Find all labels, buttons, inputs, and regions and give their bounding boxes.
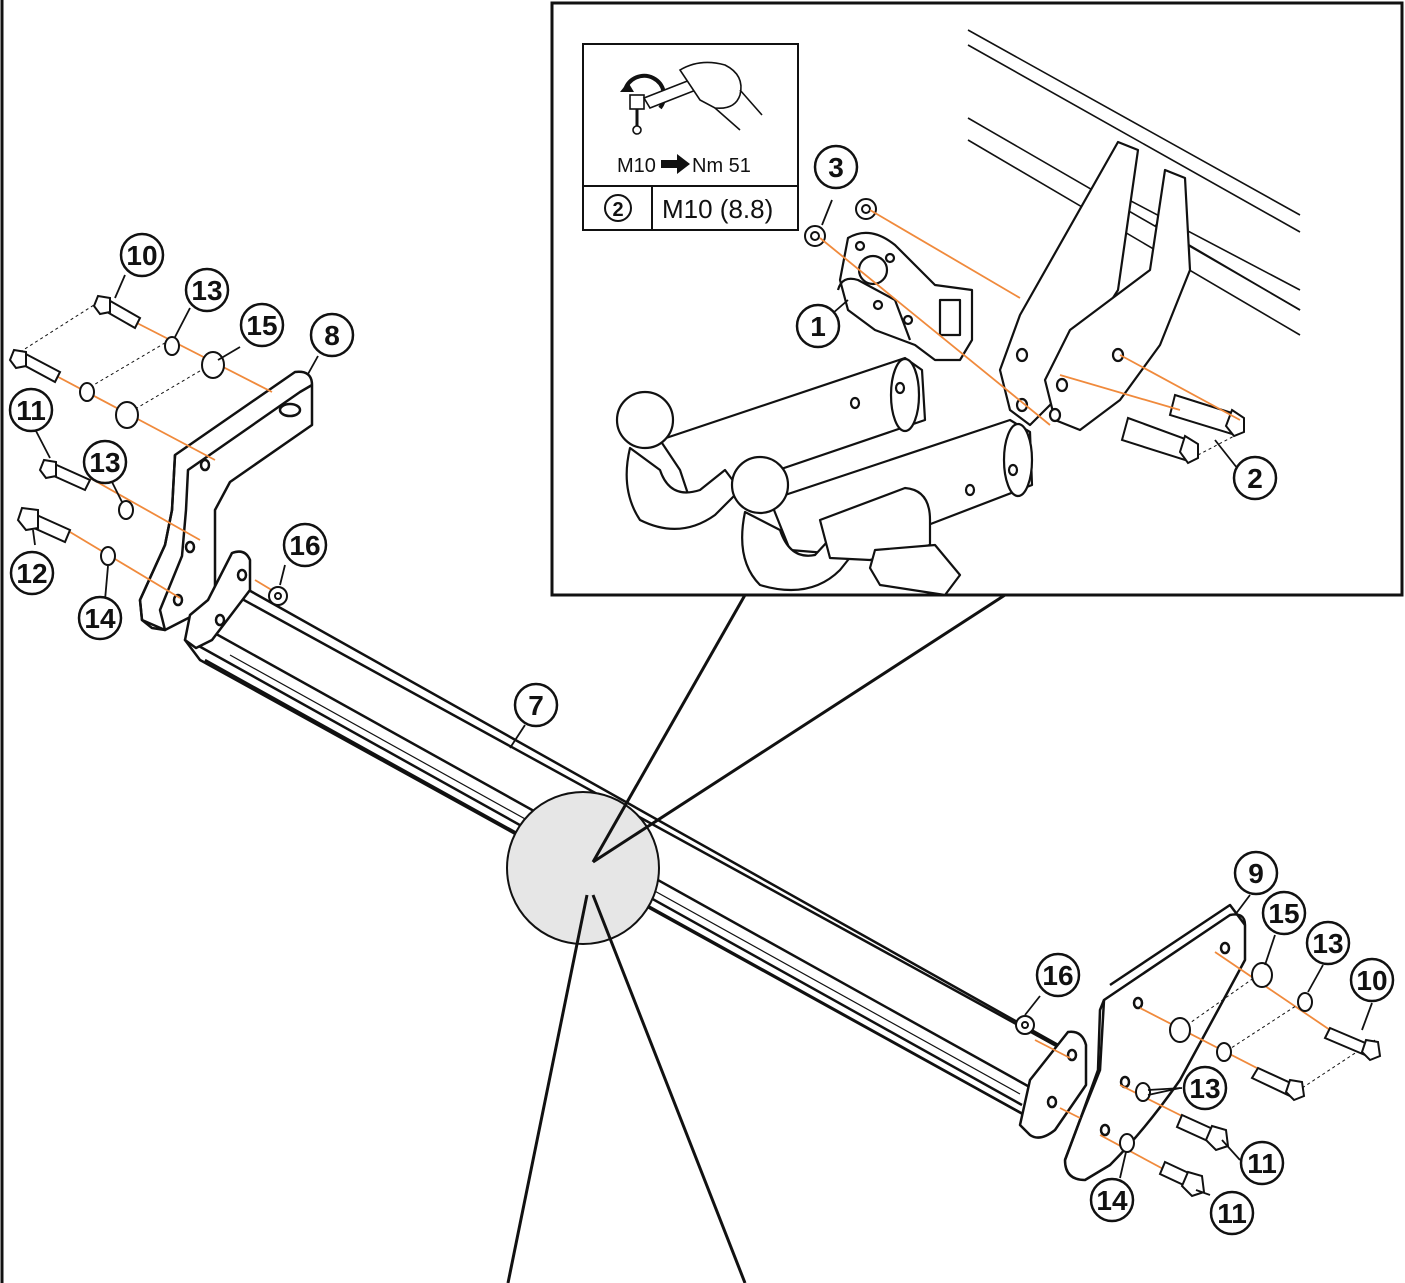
torque-instruction-box: M10 Nm 51 2 M10 (8.8) <box>582 43 799 231</box>
callout-15-left: 15 <box>239 302 285 348</box>
svg-text:15: 15 <box>246 310 277 341</box>
callout-13-right-b: 13 <box>1182 1065 1228 1111</box>
detail-inset: M10 Nm 51 2 M10 (8.8) <box>550 1 1404 597</box>
callout-10-left: 10 <box>119 232 165 278</box>
callout-9: 9 <box>1233 850 1279 896</box>
callout-16-right: 16 <box>1035 952 1081 998</box>
svg-text:13: 13 <box>1312 928 1343 959</box>
svg-text:14: 14 <box>84 603 116 634</box>
torque-text: M10 <box>617 155 656 177</box>
svg-text:11: 11 <box>16 395 46 426</box>
bolt-ref-circle <box>604 194 632 222</box>
callout-7: 7 <box>513 682 559 728</box>
svg-text:13: 13 <box>1189 1073 1220 1104</box>
left-dashed-guides <box>19 297 211 416</box>
wrench-hand-icon <box>620 61 763 135</box>
callout-leaders <box>32 199 1373 1196</box>
svg-text:16: 16 <box>1042 960 1073 991</box>
arrow-right-icon <box>661 154 690 174</box>
callout-13-right-a: 13 <box>1305 920 1351 966</box>
svg-text:9: 9 <box>1248 858 1264 889</box>
svg-text:2: 2 <box>1247 463 1263 494</box>
svg-text:11: 11 <box>1247 1148 1277 1179</box>
callout-3: 3 <box>813 144 859 190</box>
callout-15-right: 15 <box>1261 890 1307 936</box>
torque-value: Nm 51 <box>692 155 751 177</box>
callout-13-left-a: 13 <box>184 267 230 313</box>
right-fasteners <box>1015 962 1382 1198</box>
callout-11-right-b: 11 <box>1209 1190 1255 1236</box>
socket-plate-1 <box>836 231 974 362</box>
callout-11-left: 11 <box>8 387 54 433</box>
callout-10-right: 10 <box>1349 957 1395 1003</box>
left-fasteners <box>8 294 288 606</box>
inset-bolt-axes <box>819 209 1241 426</box>
svg-text:10: 10 <box>126 240 157 271</box>
bolt-spec: M10 (8.8) <box>662 194 773 224</box>
bolt-ref: 2 <box>612 199 623 221</box>
zoom-callout-lines <box>506 593 1006 1283</box>
callout-11-right-a: 11 <box>1239 1140 1285 1186</box>
callout-12: 12 <box>9 550 55 596</box>
callout-14-left: 14 <box>77 595 123 641</box>
svg-text:14: 14 <box>1096 1185 1128 1216</box>
callout-1: 1 <box>795 303 841 349</box>
svg-text:11: 11 <box>1217 1198 1247 1229</box>
svg-text:12: 12 <box>16 558 47 589</box>
callout-16-left: 16 <box>282 522 328 568</box>
callout-13-left-b: 13 <box>82 439 128 485</box>
right-dashed-guides <box>1179 974 1376 1093</box>
svg-text:3: 3 <box>828 152 844 183</box>
callout-8: 8 <box>309 312 355 358</box>
right-bracket-9 <box>1018 903 1247 1182</box>
callout-2: 2 <box>1232 455 1278 501</box>
zoom-indicator-circle <box>506 791 660 945</box>
svg-text:8: 8 <box>324 320 340 351</box>
tow-ball-assembly <box>615 356 1034 597</box>
svg-text:13: 13 <box>89 447 120 478</box>
svg-text:10: 10 <box>1356 965 1387 996</box>
inset-fasteners <box>804 198 1245 465</box>
svg-text:16: 16 <box>289 530 320 561</box>
left-bracket-8 <box>138 370 314 650</box>
callout-14-right: 14 <box>1089 1177 1135 1223</box>
vehicle-mount-brackets <box>998 140 1192 432</box>
svg-text:15: 15 <box>1268 898 1299 929</box>
svg-text:13: 13 <box>191 275 222 306</box>
svg-text:1: 1 <box>810 311 826 342</box>
svg-text:7: 7 <box>528 690 544 721</box>
